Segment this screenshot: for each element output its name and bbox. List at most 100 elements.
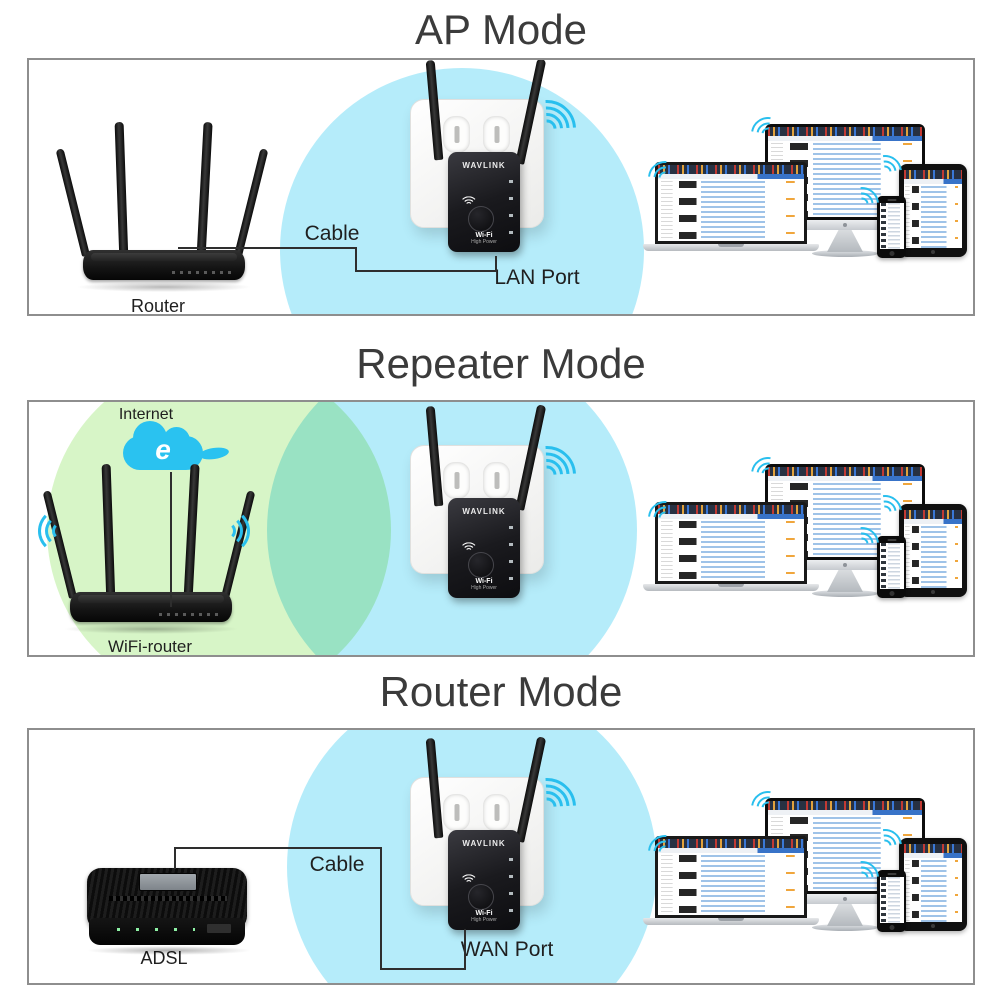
- modem-front-leds: [89, 918, 245, 945]
- cloud-shape: [123, 421, 203, 470]
- internet-cloud-icon: e: [117, 420, 233, 476]
- laptop-base: [643, 584, 819, 591]
- router-antenna: [234, 148, 269, 257]
- wifi-icon: [459, 866, 479, 884]
- router-antenna: [101, 463, 116, 597]
- webpage-listing: [904, 844, 962, 922]
- laptop-screen: [655, 836, 807, 918]
- router-antenna: [196, 121, 213, 255]
- laptop-screen: [655, 502, 807, 584]
- outlet-slot: [494, 804, 499, 821]
- laptop-base: [643, 918, 819, 925]
- section-title-router-mode: Router Mode: [379, 668, 623, 715]
- ipad-tablet: [899, 164, 967, 257]
- outlet-slot: [494, 472, 499, 489]
- laptop: [643, 502, 819, 591]
- adsl-label: ADSL: [140, 948, 188, 968]
- cable-line: [174, 847, 382, 849]
- cable-line: [174, 847, 176, 869]
- laptop-screen: [655, 162, 807, 244]
- adsl-modem-graphic: [87, 862, 257, 962]
- wan-port-label: WAN Port: [460, 938, 554, 961]
- laptop: [643, 162, 819, 251]
- cable-line: [178, 247, 357, 249]
- ipad-tablet: [899, 504, 967, 597]
- wifi-icon: [459, 188, 479, 206]
- outlet-socket: [443, 462, 470, 499]
- ipad-tablet: [899, 838, 967, 931]
- wifi-waves-icon: [736, 773, 792, 832]
- led-indicators: [509, 858, 513, 914]
- internet-link-line: [170, 472, 172, 607]
- client-devices-group: [637, 778, 973, 938]
- iphone: [877, 196, 906, 258]
- router-antenna: [114, 121, 129, 255]
- extender-brand-label: WAVLINK: [462, 839, 506, 848]
- cable-label: Cable: [304, 222, 360, 245]
- wifi-waves-icon: [632, 483, 689, 542]
- imac-base: [812, 590, 878, 597]
- wifi-waves-icon: [29, 508, 84, 554]
- outlet-slot: [494, 126, 499, 143]
- imac-chin: [765, 894, 925, 904]
- outlet-socket: [483, 462, 510, 499]
- outlet-slot: [454, 804, 459, 821]
- led-indicators: [509, 180, 513, 236]
- internet-explorer-e-icon: e: [155, 434, 171, 465]
- wifi-waves-icon: [736, 99, 792, 158]
- extender-brand-label: WAVLINK: [462, 507, 506, 516]
- imac-chin: [765, 220, 925, 230]
- router-label: Router: [130, 296, 186, 316]
- wifi-waves-icon: [632, 143, 689, 202]
- outlet-socket: [443, 116, 470, 153]
- router-antenna: [183, 463, 200, 597]
- router-antenna: [55, 148, 90, 257]
- outlet-slot: [454, 472, 459, 489]
- imac-stand: [827, 904, 863, 926]
- modem-display: [139, 873, 197, 891]
- laptop: [643, 836, 819, 925]
- iphone-screen: [879, 203, 904, 249]
- outlet-socket: [483, 794, 510, 831]
- imac-base: [812, 924, 878, 931]
- imac-stand: [827, 230, 863, 252]
- laptop-base: [643, 244, 819, 251]
- cable-line: [380, 968, 466, 970]
- outlet-slot: [454, 126, 459, 143]
- section-title-ap-mode: AP Mode: [415, 6, 587, 53]
- webpage-listing: [904, 170, 962, 248]
- cable-line: [380, 847, 382, 970]
- router-shadow: [77, 282, 251, 292]
- webpage-listing: [658, 839, 804, 915]
- iphone-screen: [879, 543, 904, 589]
- router-body: [70, 592, 232, 622]
- cable-line: [355, 247, 357, 272]
- client-devices-group: [637, 444, 973, 604]
- webpage-listing: [658, 505, 804, 581]
- imac-base: [812, 250, 878, 257]
- internet-label: Internet: [118, 406, 174, 423]
- imac-chin: [765, 560, 925, 570]
- wifi-waves-icon: [736, 439, 792, 498]
- modem-shadow: [87, 946, 251, 955]
- client-devices-group: [637, 104, 973, 264]
- modem-vents: [109, 896, 227, 901]
- router-body: [83, 250, 245, 280]
- outlet-socket: [443, 794, 470, 831]
- webpage-listing: [658, 165, 804, 241]
- lan-port-label: LAN Port: [494, 266, 580, 289]
- router-shadow: [64, 624, 238, 634]
